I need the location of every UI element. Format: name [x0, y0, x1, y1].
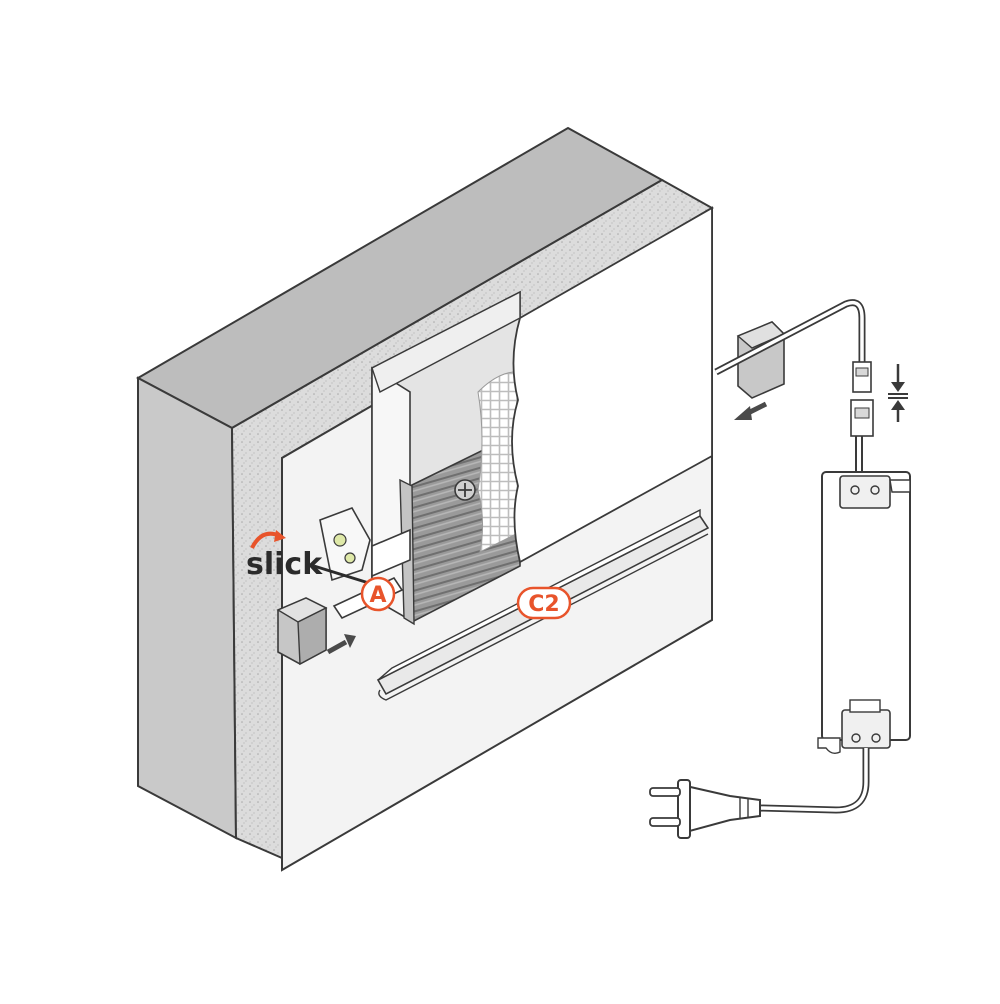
label-c2-badge: C2: [516, 586, 572, 620]
panel-top-edge: [371, 290, 521, 394]
label-a-text: A: [369, 583, 386, 608]
gap-dimension-arrows-icon: [888, 364, 908, 422]
leader-line: [313, 564, 373, 586]
label-c2-text: C2: [528, 592, 559, 617]
wall-left-face: [137, 376, 238, 840]
insert-arrow-icon: [326, 634, 356, 655]
end-cap-icon: [276, 597, 328, 666]
mains-cable: [759, 748, 870, 814]
cable-connector-icon: [850, 361, 874, 472]
led-driver-icon: [817, 471, 911, 755]
brand-logo: slick: [246, 530, 323, 582]
plaster-panel: [371, 206, 713, 564]
label-a-badge: A: [360, 576, 396, 612]
cable-arrow-icon: [734, 401, 768, 420]
mounting-clip-icon: [319, 507, 411, 582]
screw-icon: [454, 479, 476, 501]
power-plug-icon: [649, 779, 761, 839]
brand-name: slick: [246, 547, 323, 582]
